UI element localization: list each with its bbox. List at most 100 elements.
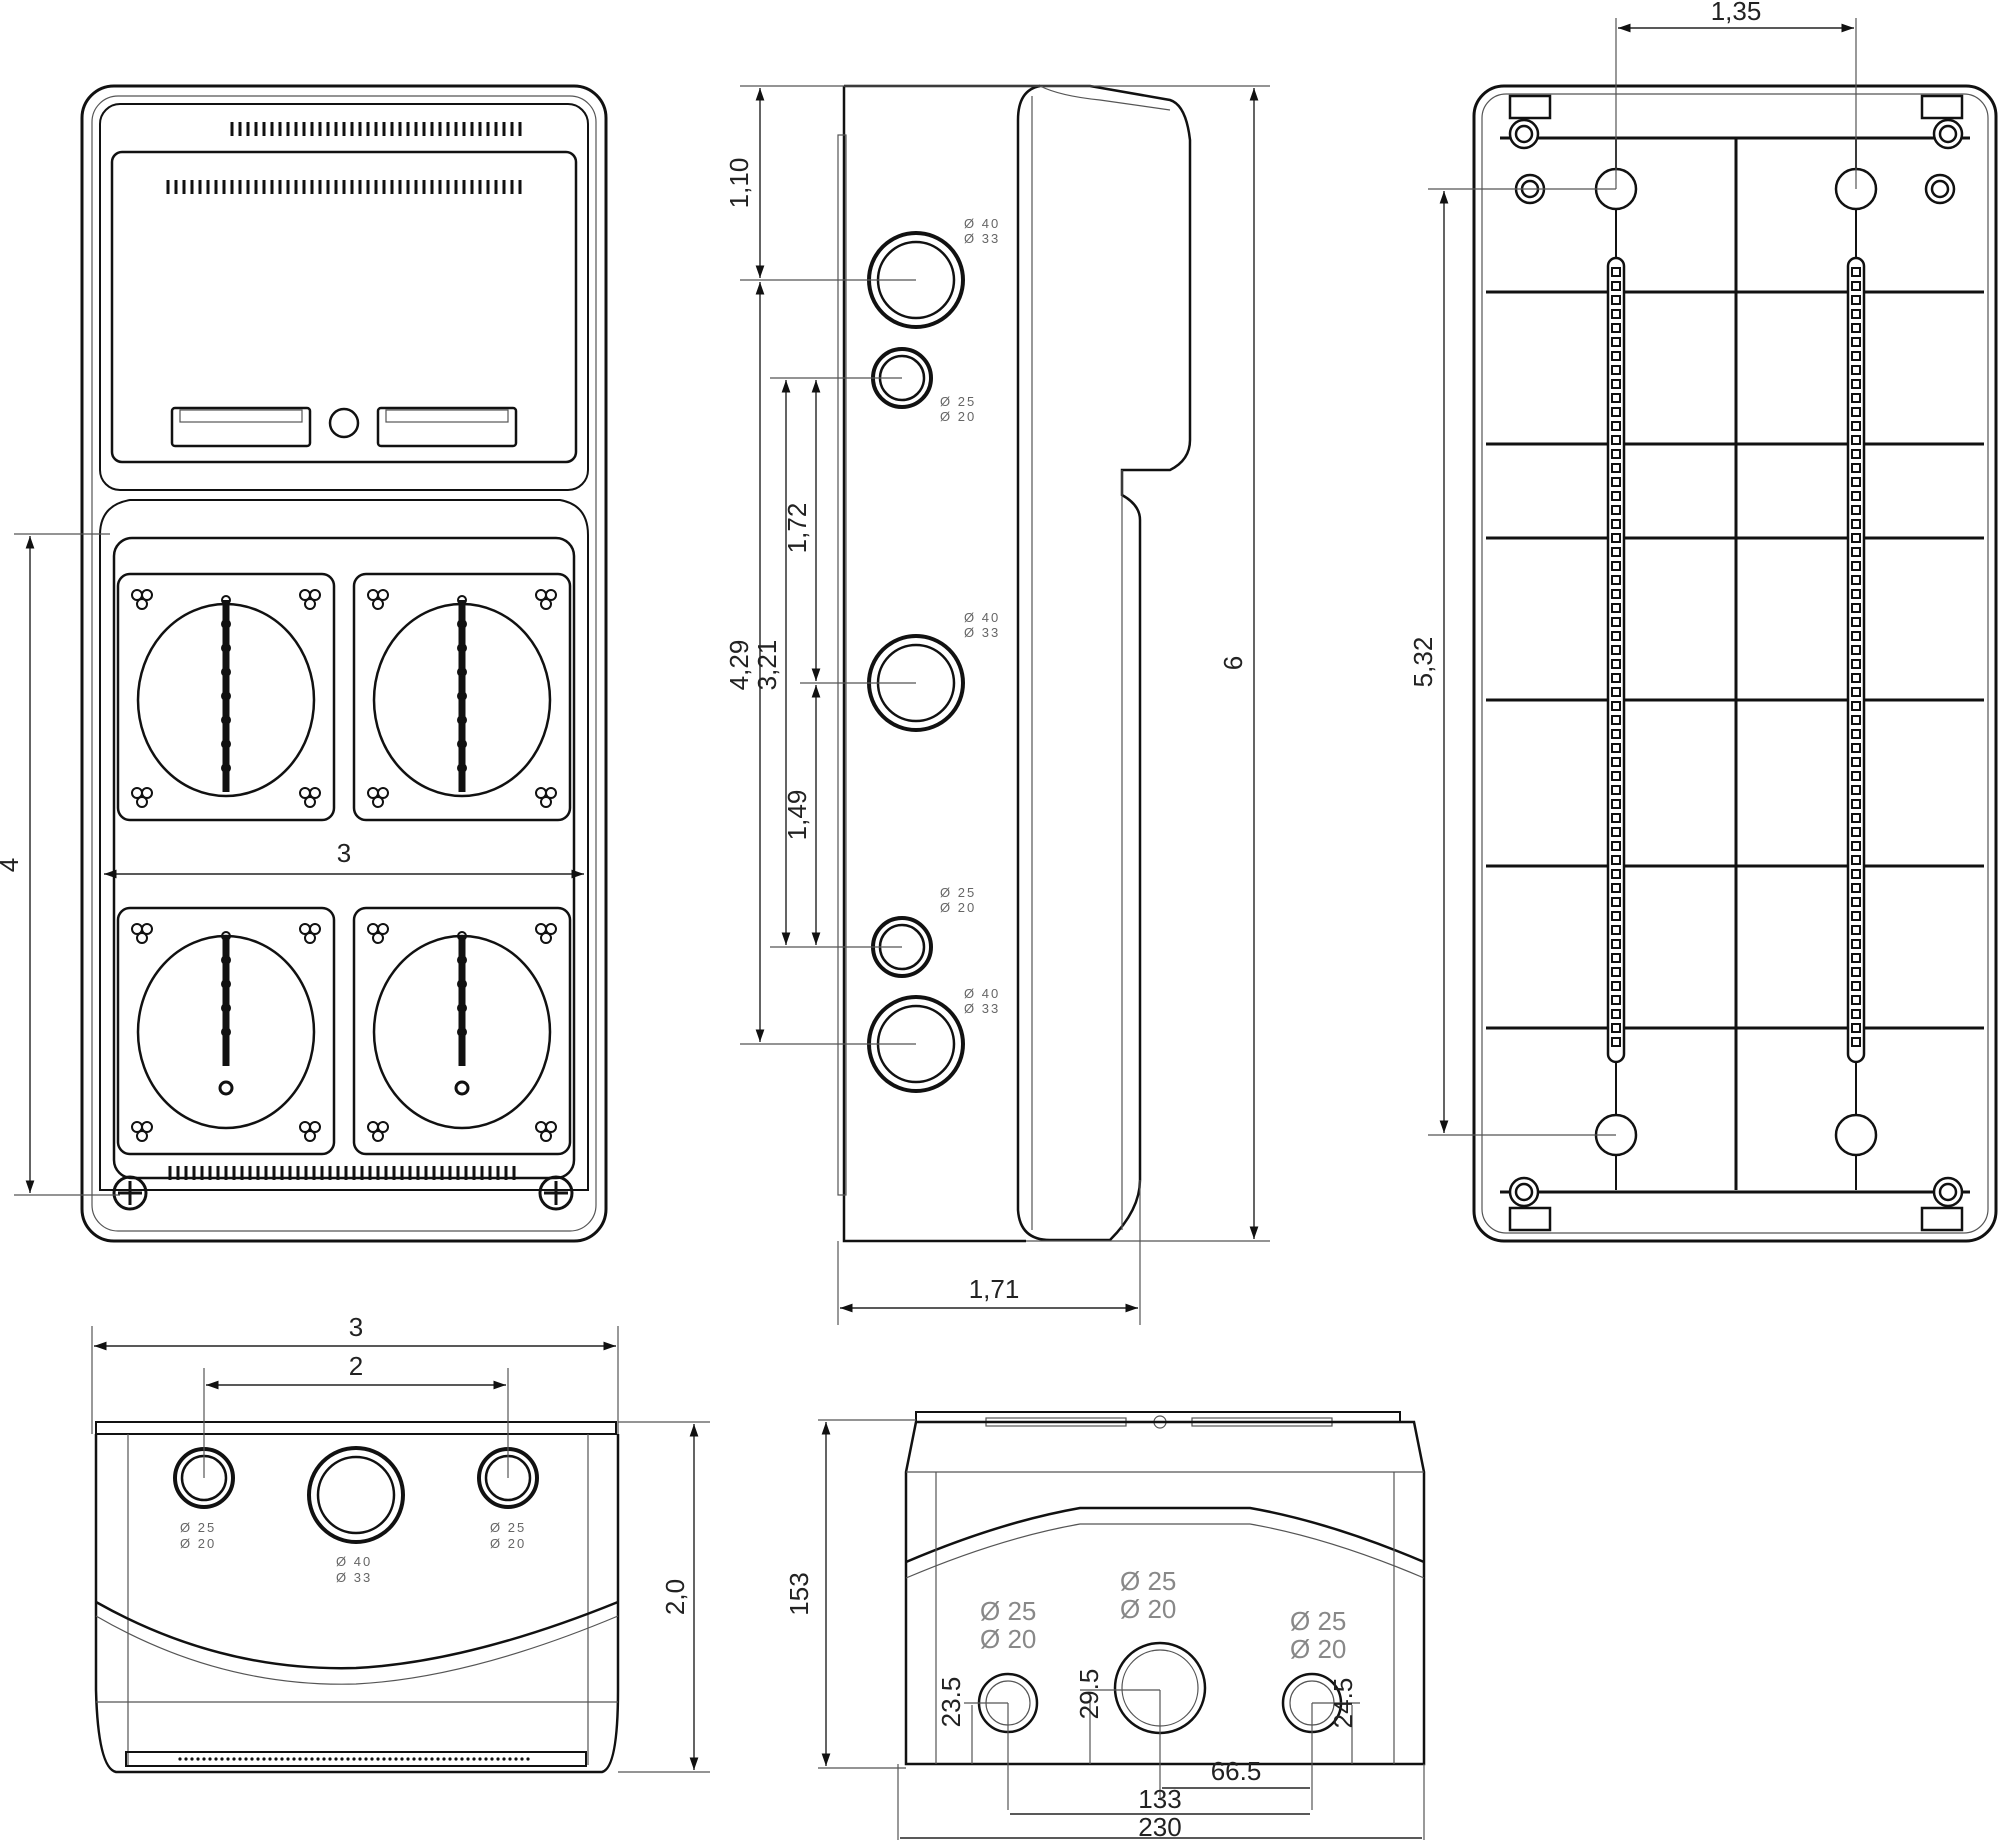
pin-dot	[457, 667, 467, 677]
rail-slot	[1611, 967, 1621, 977]
socket-3	[116, 906, 336, 1156]
rail-slot	[1611, 855, 1621, 865]
rail-slot	[1611, 771, 1621, 781]
vent-dot	[238, 1757, 242, 1761]
vent-dot	[214, 1757, 218, 1761]
vent-dot	[358, 1757, 362, 1761]
rail-slot	[1611, 421, 1621, 431]
rail-slot	[1611, 519, 1621, 529]
rail-slot	[1851, 379, 1861, 389]
vent-dot	[400, 1757, 404, 1761]
rail-slot	[1851, 659, 1861, 669]
rail-slot	[1851, 715, 1861, 725]
rail-slot	[1851, 925, 1861, 935]
vent-dot	[304, 1757, 308, 1761]
rail-slot	[1851, 561, 1861, 571]
side-dim-d-label: 1,49	[782, 790, 812, 841]
bottom-view: Ø 25 Ø 20 Ø 40 Ø 33 Ø 25 Ø 20 3 2 2,0	[91, 1312, 710, 1774]
vent-dot	[226, 1757, 230, 1761]
side-dim-a-label: 4,29	[724, 640, 754, 691]
vent-dot	[364, 1757, 368, 1761]
rail-slot	[1851, 981, 1861, 991]
rail-slot	[1611, 337, 1621, 347]
vent-dot	[250, 1757, 254, 1761]
clover-icon	[535, 589, 557, 610]
rail-slot	[1851, 603, 1861, 613]
bottom-vent-slots	[168, 1166, 516, 1180]
end-dim-right-label: 24.5	[1328, 1678, 1358, 1729]
vent-dot	[268, 1757, 272, 1761]
vent-dot	[466, 1757, 470, 1761]
vent-dot	[286, 1757, 290, 1761]
rail-slot	[1611, 547, 1621, 557]
bottom-hole-1-d2: Ø 20	[180, 1536, 216, 1551]
vent-dot	[310, 1757, 314, 1761]
rail-slot	[1611, 603, 1621, 613]
rail-slot	[1611, 379, 1621, 389]
pin-dot	[457, 1027, 467, 1037]
pin-dot	[457, 619, 467, 629]
rail-slot	[1611, 267, 1621, 277]
clover-icon	[131, 1121, 153, 1142]
end-view: Ø 25 Ø 20 Ø 25 Ø 20 Ø 25 Ø 20 153 23.5 2…	[784, 1411, 1426, 1842]
bottom-dim-inner-label: 2	[349, 1351, 363, 1381]
rail-slot	[1851, 729, 1861, 739]
rail-slot	[1611, 687, 1621, 697]
rail-slot	[1851, 1023, 1861, 1033]
back-dim-spacing-label: 1,35	[1711, 0, 1762, 26]
rail-slot	[1851, 1009, 1861, 1019]
pin-dot	[221, 691, 231, 701]
clover-icon	[535, 1121, 557, 1142]
pin-dot	[457, 955, 467, 965]
rail-slot	[1851, 519, 1861, 529]
rail-slot	[1611, 729, 1621, 739]
rail-slot	[1611, 869, 1621, 879]
end-dim-66-label: 66.5	[1211, 1756, 1262, 1786]
pin-dot	[221, 739, 231, 749]
vent-dot	[370, 1757, 374, 1761]
rail-slot	[1611, 925, 1621, 935]
pin-dot	[221, 1027, 231, 1037]
end-hole-3-d2: Ø 20	[1290, 1634, 1346, 1664]
vent-dot	[448, 1757, 452, 1761]
vent-dot	[256, 1757, 260, 1761]
back-corner-screws	[1508, 94, 1964, 1232]
rail-slot	[1611, 393, 1621, 403]
rail-slot	[1851, 673, 1861, 683]
vent-dot	[526, 1757, 530, 1761]
bottom-dim-height-label: 2,0	[660, 1579, 690, 1615]
rail-slot	[1851, 365, 1861, 375]
screw-right-icon	[538, 1175, 574, 1211]
pin-dot	[457, 715, 467, 725]
bottom-hole-3-d1: Ø 25	[490, 1520, 526, 1535]
bottom-dim-total-label: 3	[349, 1312, 363, 1342]
pin-dot	[221, 643, 231, 653]
clover-icon	[367, 589, 389, 610]
rail-slot	[1851, 505, 1861, 515]
vent-dot	[340, 1757, 344, 1761]
back-view: 1,35 5,32	[1408, 0, 1998, 1243]
end-hole-2-d1: Ø 25	[1120, 1566, 1176, 1596]
corner-clovers	[131, 589, 557, 1142]
rail-slot	[1851, 491, 1861, 501]
vent-dot	[262, 1757, 266, 1761]
vent-dot	[478, 1757, 482, 1761]
rail-slot	[1611, 281, 1621, 291]
pin-dot	[457, 739, 467, 749]
vent-dot	[388, 1757, 392, 1761]
vent-dot	[394, 1757, 398, 1761]
clover-icon	[131, 589, 153, 610]
vent-dot	[184, 1757, 188, 1761]
rail-slot	[1851, 771, 1861, 781]
rail-slot	[1851, 267, 1861, 277]
rail-slot	[1611, 533, 1621, 543]
vent-dot	[442, 1757, 446, 1761]
rail-slot	[1611, 813, 1621, 823]
vent-dot	[508, 1757, 512, 1761]
rail-slot	[1611, 911, 1621, 921]
clover-icon	[367, 923, 389, 944]
vent-dot	[280, 1757, 284, 1761]
rail-slot	[1851, 827, 1861, 837]
rail-slot	[1611, 449, 1621, 459]
rail-slot	[1851, 897, 1861, 907]
